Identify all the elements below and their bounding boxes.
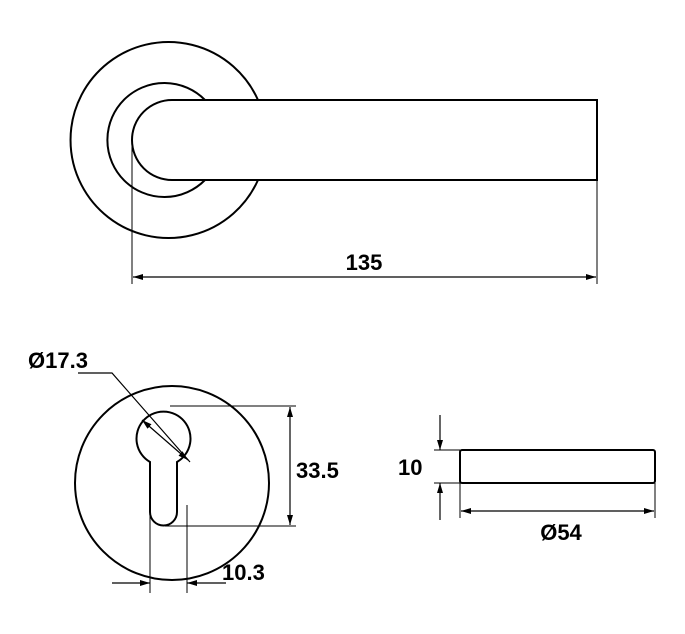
lever-body <box>131 99 598 181</box>
rose-side-view: 10 Ø54 <box>398 415 656 545</box>
rose-profile <box>459 449 656 484</box>
keyhole-outline <box>135 410 192 527</box>
dimension-label-54: Ø54 <box>540 520 582 545</box>
dimension-label-33-5: 33.5 <box>296 458 339 483</box>
dimension-label-10-3: 10.3 <box>222 560 265 585</box>
handle-side-view: 135 <box>69 41 598 284</box>
rose-outline <box>69 41 259 239</box>
dimension-label-17-3: Ø17.3 <box>28 348 88 373</box>
escutcheon-outline <box>74 385 270 581</box>
dimension-line-17-3 <box>141 419 189 461</box>
escutcheon-front-view: 33.5 Ø17.3 10.3 <box>28 348 339 593</box>
rose-inner-ring <box>106 82 206 198</box>
dimension-label-135: 135 <box>346 250 383 275</box>
dimension-label-10: 10 <box>398 455 422 480</box>
